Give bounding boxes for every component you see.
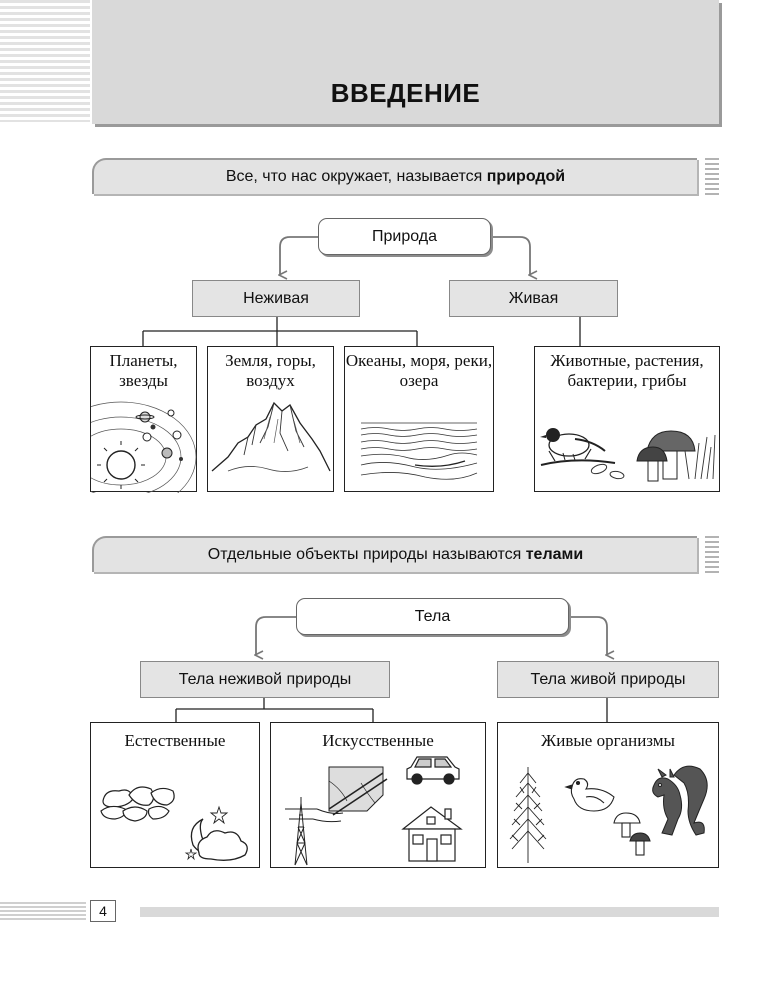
banner-text: Отдельные объекты природы называются — [207, 546, 526, 563]
living-bodies-box: Тела живой природы — [497, 661, 719, 698]
mountain-icon — [211, 401, 331, 472]
banner-bold-term: телами — [525, 546, 584, 563]
water-icon — [360, 422, 478, 480]
bird-mushroom-icon — [540, 428, 716, 482]
page-title: ВВЕДЕНИЕ — [330, 78, 481, 108]
living-things-card: Животные, растения, бактерии, грибы — [534, 346, 720, 492]
card-label: Планеты, звезды — [109, 351, 178, 390]
footer-bar — [140, 907, 719, 917]
artificial-bodies-card: Искусственные — [270, 722, 486, 868]
mountains-card: Земля, горы, воздух — [207, 346, 334, 492]
tree-duck-squirrel-mushroom-icon — [509, 765, 708, 863]
natural-bodies-card: Естественные — [90, 722, 260, 868]
stones-moon-cloud-icon — [100, 786, 248, 861]
living-box: Живая — [449, 280, 618, 317]
banner-stripes — [705, 158, 719, 196]
card-label: Океаны, моря, реки, озера — [345, 351, 493, 390]
banner-bold-term: природой — [486, 168, 566, 185]
bodies-root-box: Тела — [296, 598, 569, 635]
bodies-definition-banner: Отдельные объекты природы называются тел… — [92, 536, 697, 572]
nature-root-box: Природа — [318, 218, 491, 255]
card-label: Искусственные — [322, 731, 434, 750]
nonliving-box: Неживая — [192, 280, 360, 317]
planets-card: Планеты, звезды — [90, 346, 197, 493]
nonliving-bodies-box: Тела неживой природы — [140, 661, 390, 698]
living-organisms-card: Живые организмы — [497, 722, 719, 868]
card-label: Животные, растения, бактерии, грибы — [550, 351, 704, 390]
card-label: Естественные — [124, 731, 226, 750]
banner-stripes — [705, 536, 719, 574]
card-label: Земля, горы, воздух — [225, 351, 316, 390]
card-label: Живые организмы — [541, 731, 675, 750]
header-stripes — [0, 0, 90, 122]
banner-text: Все, что нас окружает, называется — [225, 168, 487, 185]
nature-definition-banner: Все, что нас окружает, называется природ… — [92, 158, 697, 194]
solar-system-icon — [91, 401, 197, 493]
header-panel — [92, 0, 719, 124]
water-card: Океаны, моря, реки, озера — [344, 346, 494, 492]
road-car-tower-house-icon — [285, 756, 463, 866]
page-number: 4 — [90, 900, 116, 922]
footer-stripes — [0, 902, 86, 920]
